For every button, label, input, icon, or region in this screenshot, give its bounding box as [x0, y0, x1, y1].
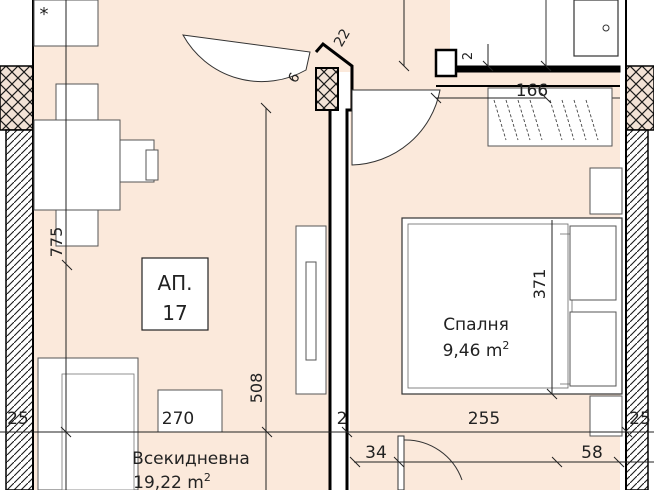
- left-wall-column: [0, 65, 34, 131]
- dim-58: 58: [581, 443, 603, 463]
- dim-22: 22: [331, 26, 354, 49]
- wardrobe: [487, 87, 613, 147]
- bedroom-area: 9,46 m2: [443, 339, 510, 361]
- nightstand-bottom: [589, 395, 623, 437]
- dim-166: 166: [516, 81, 548, 101]
- living-room-area: 19,22 m2: [133, 471, 211, 490]
- pillow-2: [569, 311, 617, 387]
- chair-top: [55, 83, 99, 121]
- bedroom-name: Спалня: [443, 315, 509, 335]
- wall-column-hatched: [315, 67, 339, 111]
- chair-bottom: [55, 209, 99, 247]
- dining-table: [33, 119, 121, 211]
- apartment-number: 17: [162, 301, 187, 325]
- dim-25-left: 25: [7, 409, 29, 429]
- bathroom-wall: [434, 48, 458, 78]
- dim-2-top: 2: [461, 52, 476, 60]
- apartment-label-box: [141, 257, 209, 331]
- tv-stand: [295, 225, 327, 395]
- dim-371: 371: [530, 269, 549, 300]
- door-swing-bathroom: [351, 89, 441, 166]
- interior-wall: [314, 41, 354, 490]
- asterisk-mark: *: [40, 4, 49, 25]
- dim-508: 508: [247, 373, 266, 404]
- left-wall-diagonal: [5, 129, 34, 490]
- dim-270: 270: [162, 409, 194, 429]
- dim-775: 775: [47, 227, 66, 258]
- right-wall-column: [625, 65, 654, 131]
- nightstand-top: [589, 167, 623, 215]
- dim-255: 255: [468, 409, 500, 429]
- corridor-floor: [330, 0, 450, 72]
- dim-25-right: 25: [629, 409, 651, 429]
- sink: [573, 0, 619, 57]
- apartment-prefix: АП.: [157, 271, 192, 295]
- right-wall-diagonal: [625, 129, 649, 490]
- dim-2: 2: [337, 409, 348, 429]
- dim-34: 34: [365, 443, 387, 463]
- door-swing-top-left: [182, 34, 311, 83]
- pillow-1: [569, 225, 617, 301]
- living-room-name: Всекидневна: [132, 449, 250, 469]
- side-cabinet: [157, 389, 223, 433]
